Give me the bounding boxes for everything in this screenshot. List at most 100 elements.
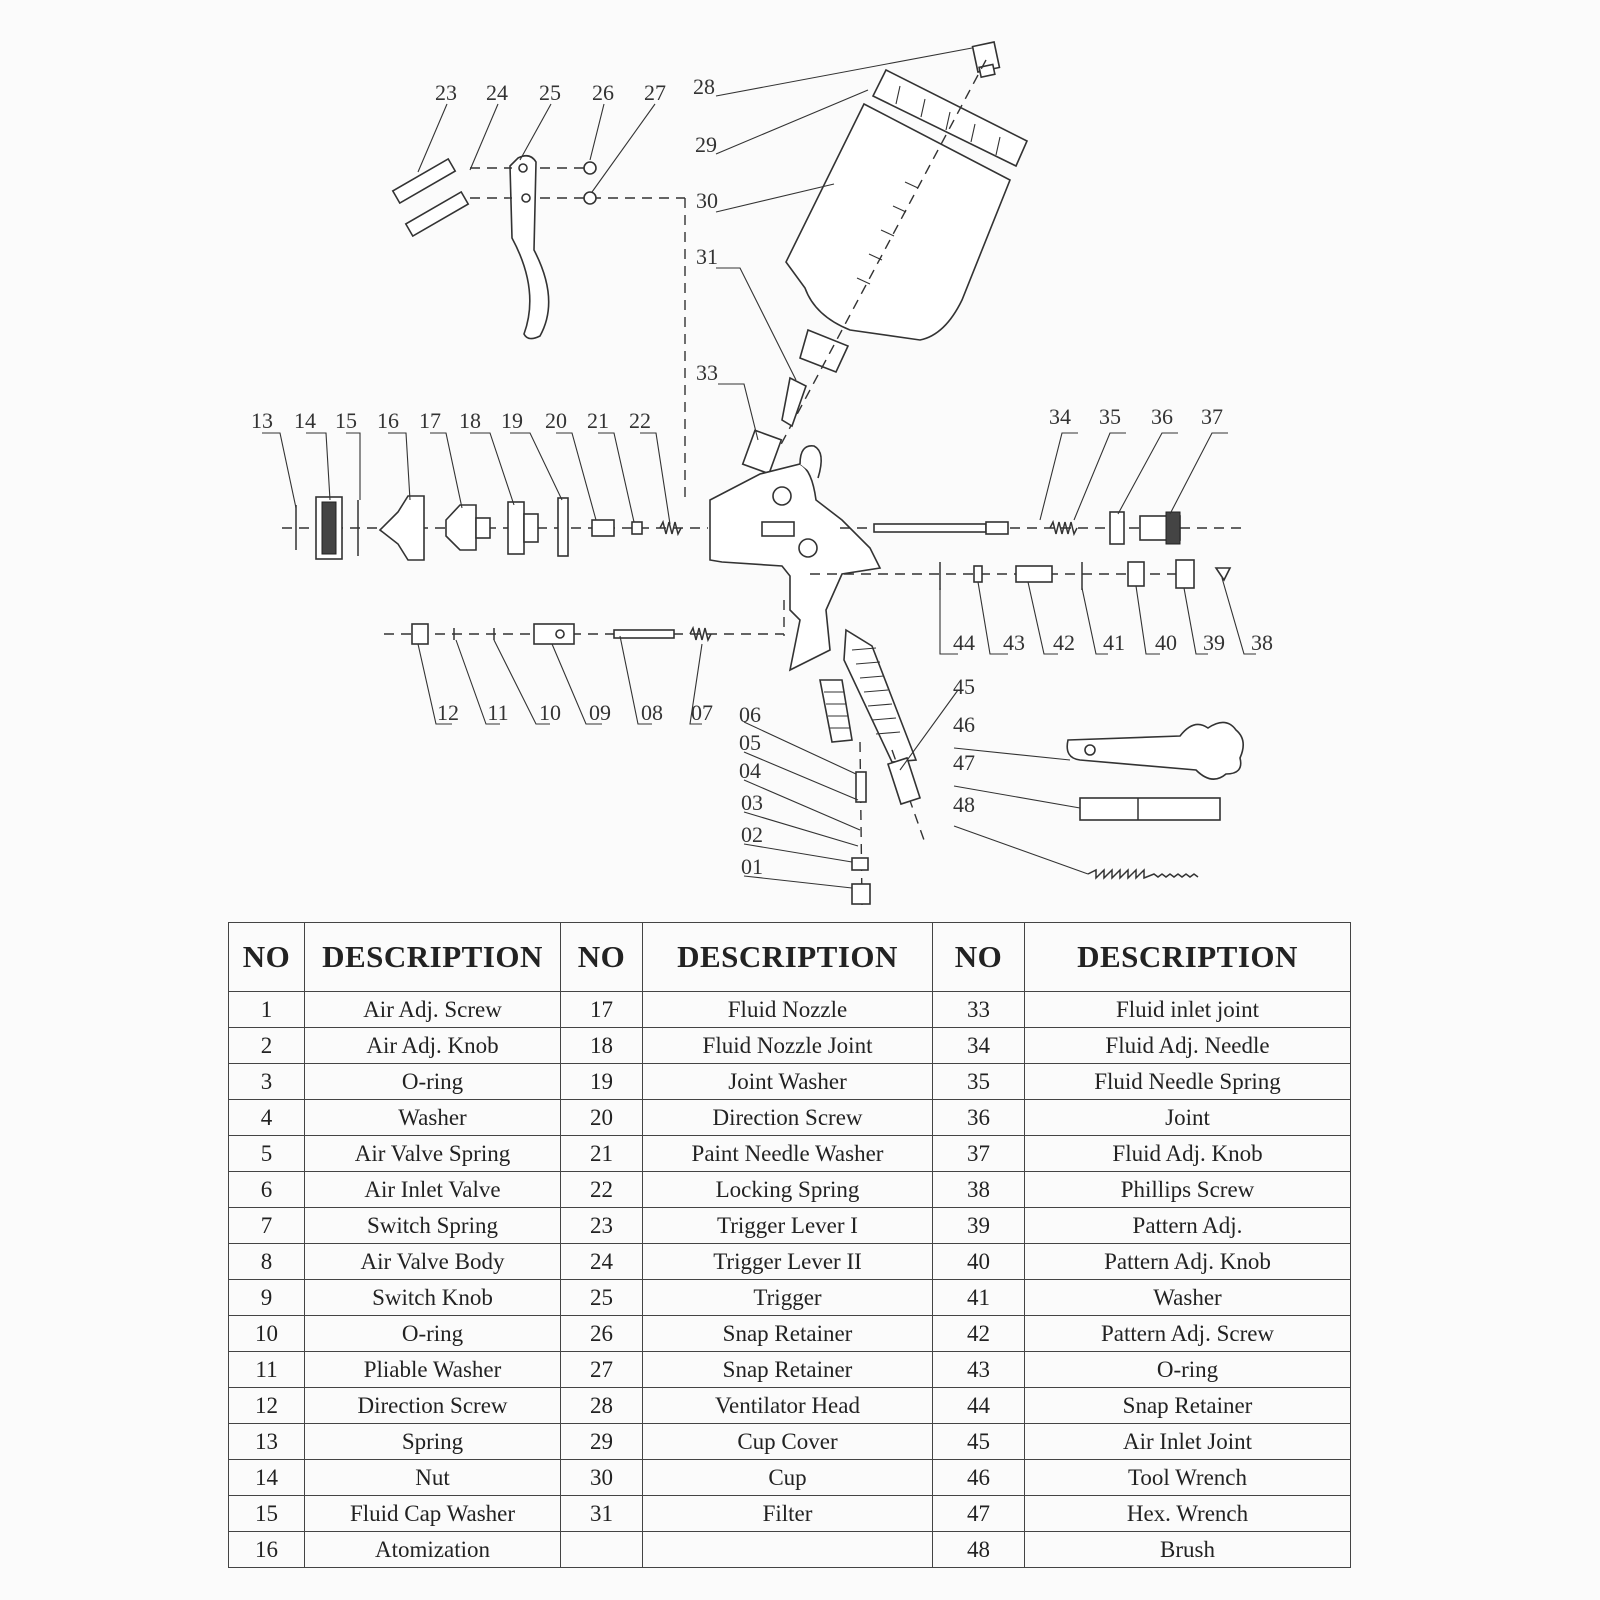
callout-48: 48 [953,792,975,817]
cell-no-1: 10 [228,1315,305,1352]
cell-description-3: Washer [1024,1279,1351,1316]
cell-description-3: Fluid inlet joint [1024,991,1351,1028]
callout-46: 46 [953,712,975,737]
cup-assembly [741,41,1029,475]
callout-13: 13 [251,408,273,433]
cell-description-1: Air Valve Spring [304,1135,561,1172]
cell-description-1: Washer [304,1099,561,1136]
callout-11: 11 [487,700,508,725]
cell-no-1: 11 [228,1351,305,1388]
callout-04: 04 [739,758,761,783]
cell-no-1: 1 [228,991,305,1028]
cell-description-1: Atomization [304,1531,561,1568]
cell-no-1: 6 [228,1171,305,1208]
callout-40: 40 [1155,630,1177,655]
callout-24: 24 [486,80,508,105]
cell-description-3: Snap Retainer [1024,1387,1351,1424]
cell-no-2: 28 [560,1387,643,1424]
cell-no-1: 9 [228,1279,305,1316]
callout-42: 42 [1053,630,1075,655]
cell-description-1: O-ring [304,1063,561,1100]
cell-description-2: Snap Retainer [642,1351,933,1388]
cell-no-3: 48 [932,1531,1025,1568]
callout-14: 14 [294,408,316,433]
cell-description-2: Trigger [642,1279,933,1316]
callout-15: 15 [335,408,357,433]
cell-no-3: 37 [932,1135,1025,1172]
cell-no-2: 20 [560,1099,643,1136]
cell-no-2: 24 [560,1243,643,1280]
cell-no-1: 7 [228,1207,305,1244]
callout-36: 36 [1151,404,1173,429]
callout-41: 41 [1103,630,1125,655]
cell-no-3: 36 [932,1099,1025,1136]
cell-no-3: 47 [932,1495,1025,1532]
header-description-1: DESCRIPTION [304,922,561,992]
header-description-2: DESCRIPTION [642,922,933,992]
header-no-3: NO [932,922,1025,992]
cell-description-3: Air Inlet Joint [1024,1423,1351,1460]
cell-no-2: 23 [560,1207,643,1244]
callout-29: 29 [695,132,717,157]
cell-description-2: Trigger Lever II [642,1243,933,1280]
callout-12: 12 [437,700,459,725]
cell-description-1: Spring [304,1423,561,1460]
cell-description-1: Air Adj. Screw [304,991,561,1028]
callout-03: 03 [741,790,763,815]
cell-description-1: Air Adj. Knob [304,1027,561,1064]
header-description-3: DESCRIPTION [1024,922,1351,992]
cell-no-3: 39 [932,1207,1025,1244]
cell-description-1: Switch Spring [304,1207,561,1244]
cell-description-3: Pattern Adj. Screw [1024,1315,1351,1352]
cell-description-2: Snap Retainer [642,1315,933,1352]
cell-description-2: Ventilator Head [642,1387,933,1424]
cell-description-1: Fluid Cap Washer [304,1495,561,1532]
callout-28: 28 [693,74,715,99]
cell-description-2: Fluid Nozzle Joint [642,1027,933,1064]
callout-37: 37 [1201,404,1223,429]
cell-no-2: 19 [560,1063,643,1100]
cell-description-2: Direction Screw [642,1099,933,1136]
cell-description-1: Pliable Washer [304,1351,561,1388]
cell-no-3: 35 [932,1063,1025,1100]
cell-description-1: O-ring [304,1315,561,1352]
callout-34: 34 [1049,404,1071,429]
cell-no-3: 34 [932,1027,1025,1064]
cell-no-2: 25 [560,1279,643,1316]
callout-19: 19 [501,408,523,433]
cell-no-2: 30 [560,1459,643,1496]
cell-description-2: Trigger Lever I [642,1207,933,1244]
cell-no-2: 21 [560,1135,643,1172]
cell-no-2: 26 [560,1315,643,1352]
callout-01: 01 [741,854,763,879]
table-header-row: NO DESCRIPTION NO DESCRIPTION NO DESCRIP… [228,922,1351,992]
cell-no-3: 44 [932,1387,1025,1424]
needle-row [840,511,1246,545]
callout-10: 10 [539,700,561,725]
callout-20: 20 [545,408,567,433]
callout-43: 43 [1003,630,1025,655]
callout-31: 31 [696,244,718,269]
cell-no-2: 27 [560,1351,643,1388]
callout-09: 09 [589,700,611,725]
nozzle-row [282,495,708,561]
callout-16: 16 [377,408,399,433]
parts-list-table: NO DESCRIPTION NO DESCRIPTION NO DESCRIP… [228,922,1351,1568]
cell-description-1: Air Valve Body [304,1243,561,1280]
callout-47: 47 [953,750,975,775]
cell-description-3: Hex. Wrench [1024,1495,1351,1532]
callout-02: 02 [741,822,763,847]
cell-no-1: 12 [228,1387,305,1424]
cell-description-2: Paint Needle Washer [642,1135,933,1172]
cell-no-1: 5 [228,1135,305,1172]
callout-05: 05 [739,730,761,755]
